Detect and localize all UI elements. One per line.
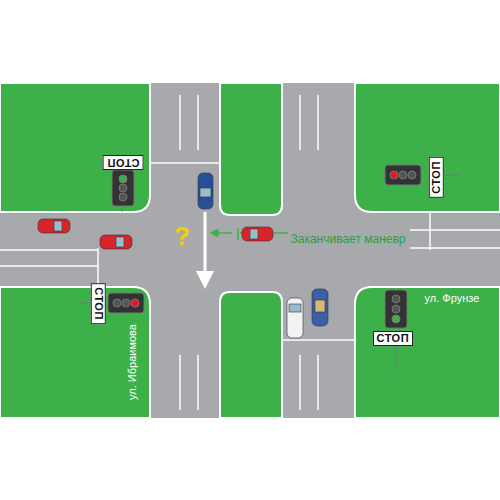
sign-text: СТОП — [91, 287, 104, 320]
sign-text: СТОП — [377, 332, 410, 345]
stop-sign: СТОП — [428, 157, 443, 198]
stop-sign: СТОП — [103, 155, 144, 170]
stop-sign: СТОП — [373, 331, 414, 346]
street-name: ул. Ибраимова — [126, 324, 138, 400]
sign-text: СТОП — [107, 156, 140, 169]
street-name: ул. Фрунзе — [425, 292, 480, 304]
question-mark: ? — [174, 221, 190, 252]
maneuver-note: Заканчивает маневр — [288, 232, 409, 246]
sign-text: СТОП — [429, 161, 442, 194]
stop-sign: СТОП — [90, 283, 105, 324]
